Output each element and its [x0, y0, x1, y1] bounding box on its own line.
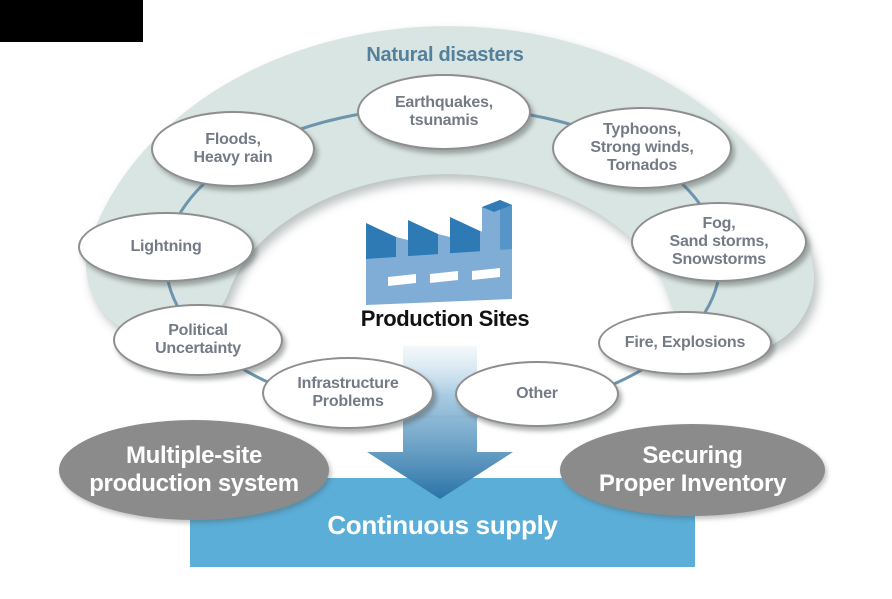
risk-bubble-infrastructure: Infrastructure Problems — [262, 357, 434, 429]
risk-bubble-other: Other — [455, 361, 619, 427]
risk-bubble-fog: Fog, Sand storms, Snowstorms — [631, 202, 807, 282]
risk-bubble-political: Political Uncertainty — [113, 304, 283, 376]
solution-inventory: Securing Proper Inventory — [560, 424, 825, 516]
solution-multi-site: Multiple-site production system — [59, 420, 329, 520]
risk-bubble-label: Lightning — [130, 237, 202, 255]
risk-bubble-label: Infrastructure Problems — [297, 374, 399, 410]
risk-bubble-label: Typhoons, Strong winds, Tornados — [590, 120, 694, 175]
risk-bubble-label: Political Uncertainty — [155, 321, 241, 357]
factory-icon — [366, 200, 512, 305]
masked-black-block — [0, 0, 143, 42]
risk-bubble-label: Other — [516, 384, 558, 402]
solution-label: Securing Proper Inventory — [598, 442, 787, 497]
risk-bubble-lightning: Lightning — [78, 212, 254, 282]
risk-bubble-label: Floods, Heavy rain — [193, 130, 273, 166]
natural-disasters-title: Natural disasters — [366, 44, 524, 66]
risk-bubble-label: Fire, Explosions — [624, 333, 746, 351]
risk-bubble-typhoons: Typhoons, Strong winds, Tornados — [552, 107, 732, 189]
production-sites-label: Production Sites — [360, 306, 530, 331]
risk-bubble-earthquakes: Earthquakes, tsunamis — [357, 74, 531, 150]
risk-bubble-fire: Fire, Explosions — [598, 311, 772, 375]
risk-bubble-label: Fog, Sand storms, Snowstorms — [669, 214, 769, 269]
risk-bubble-label: Earthquakes, tsunamis — [394, 93, 494, 129]
risk-bubble-floods: Floods, Heavy rain — [151, 111, 315, 187]
continuous-supply-label: Continuous supply — [327, 510, 558, 540]
solution-label: Multiple-site production system — [89, 442, 299, 497]
